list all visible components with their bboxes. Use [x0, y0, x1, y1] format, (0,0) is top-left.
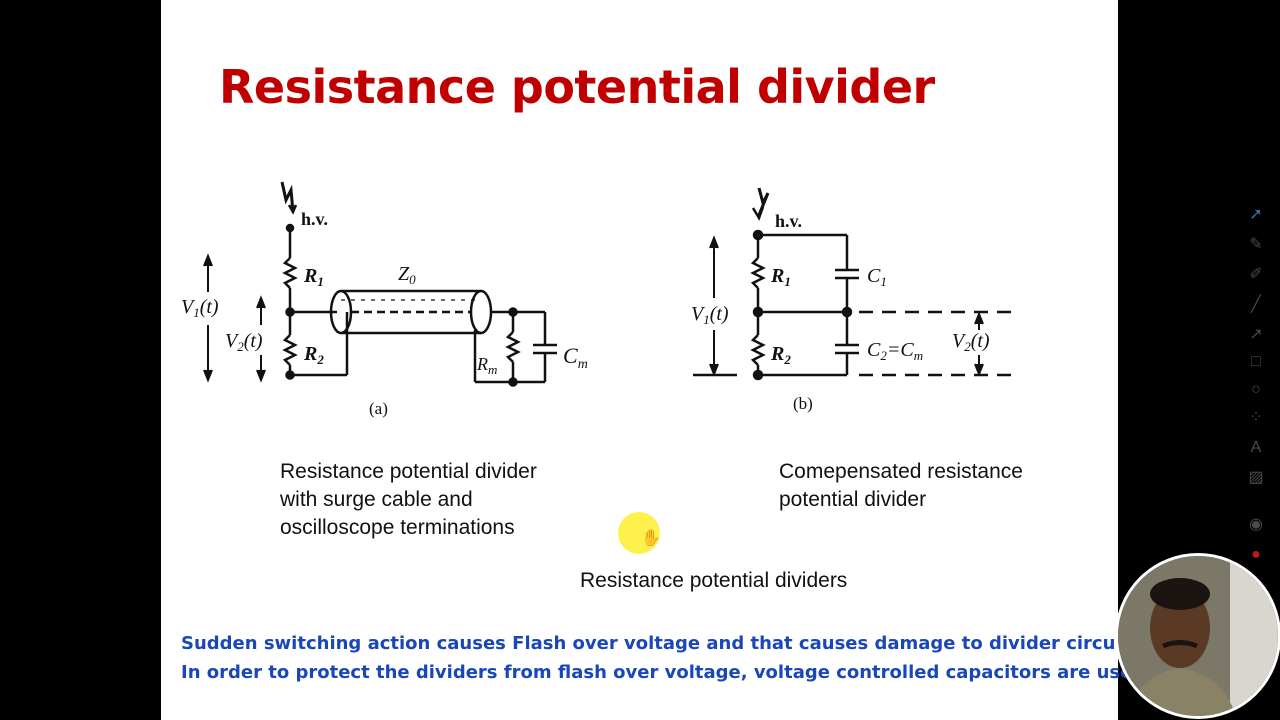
- lightning-symbol-b: [757, 187, 770, 216]
- annotation-toolbar: ➚ ✎ ✐ ╱ ↗ □ ○ ⁘ A ▨ ◉ ●: [1236, 180, 1276, 600]
- slide: Resistance potential divider: [161, 0, 1153, 720]
- line-icon[interactable]: ╱: [1251, 296, 1261, 313]
- v2-label-b: V2(t): [952, 330, 990, 354]
- note-line-1: Sudden switching action causes Flash ove…: [181, 633, 1131, 654]
- caption-a: Resistance potential divider with surge …: [280, 460, 537, 539]
- resistor-r1-a: [282, 257, 298, 289]
- caption-b: Comepensated resistance potential divide…: [779, 460, 1023, 511]
- v2-arrow-a: [256, 295, 266, 383]
- slide-title: Resistance potential divider: [219, 60, 935, 114]
- rm-label-a: Rm: [476, 354, 497, 377]
- record-icon[interactable]: ◉: [1249, 516, 1263, 533]
- figure-caption: Resistance potential dividers: [580, 569, 848, 592]
- label-a: (a): [369, 399, 388, 418]
- v1-arrow-b: [709, 235, 719, 377]
- resistor-r2-b: [750, 334, 766, 366]
- resistor-r1-b: [750, 257, 766, 289]
- z0-label-a: Z0: [398, 263, 416, 287]
- arrow-icon[interactable]: ↗: [1249, 326, 1263, 343]
- r1-label-b: R1: [770, 265, 791, 289]
- v1-arrow-a: [203, 253, 213, 383]
- c2-cm-label-b: C2=Cm: [867, 339, 923, 363]
- highlighter-icon[interactable]: ✐: [1249, 266, 1263, 283]
- presenter-avatar: [1118, 556, 1278, 716]
- resistor-rm-a: [505, 331, 521, 363]
- v1-label-b: V1(t): [691, 303, 729, 327]
- diagram-b: [693, 187, 1019, 381]
- diagram-a: [203, 181, 557, 387]
- label-b: (b): [793, 394, 813, 413]
- v2-label-a: V2(t): [225, 330, 263, 354]
- r2-label-b: R2: [770, 343, 791, 367]
- hand-cursor-icon: ✋: [641, 530, 661, 547]
- pointer-icon[interactable]: ➚: [1249, 206, 1263, 223]
- note-line-2: In order to protect the dividers from fl…: [181, 662, 1153, 683]
- cursor-highlight: [618, 512, 660, 554]
- resistor-r2-a: [282, 334, 298, 366]
- v1-label-a: V1(t): [181, 296, 219, 320]
- cm-label-a: Cm: [563, 343, 588, 372]
- c1-label-b: C1: [867, 265, 887, 289]
- eraser-icon[interactable]: ▨: [1248, 469, 1264, 486]
- r1-label-a: R1: [303, 265, 324, 289]
- v2-arrow-b: [974, 311, 984, 377]
- color-dots-icon[interactable]: ⁘: [1249, 409, 1263, 426]
- r2-label-a: R2: [303, 343, 324, 367]
- text-icon[interactable]: A: [1250, 439, 1262, 456]
- red-dot-icon[interactable]: ●: [1251, 546, 1261, 563]
- lightning-symbol-a: [280, 181, 295, 213]
- pen-icon[interactable]: ✎: [1249, 236, 1263, 253]
- hv-label-b: h.v.: [775, 211, 802, 231]
- rectangle-icon[interactable]: □: [1251, 353, 1261, 370]
- surge-cable-z0: [329, 289, 493, 335]
- circuit-diagrams: h.v. R1 R2 Z0 Rm Cm V1(t) V2(t) (a) h.v.…: [181, 181, 1019, 418]
- webcam-overlay: [1115, 553, 1280, 719]
- ellipse-icon[interactable]: ○: [1251, 381, 1261, 398]
- hv-label-a: h.v.: [301, 209, 328, 229]
